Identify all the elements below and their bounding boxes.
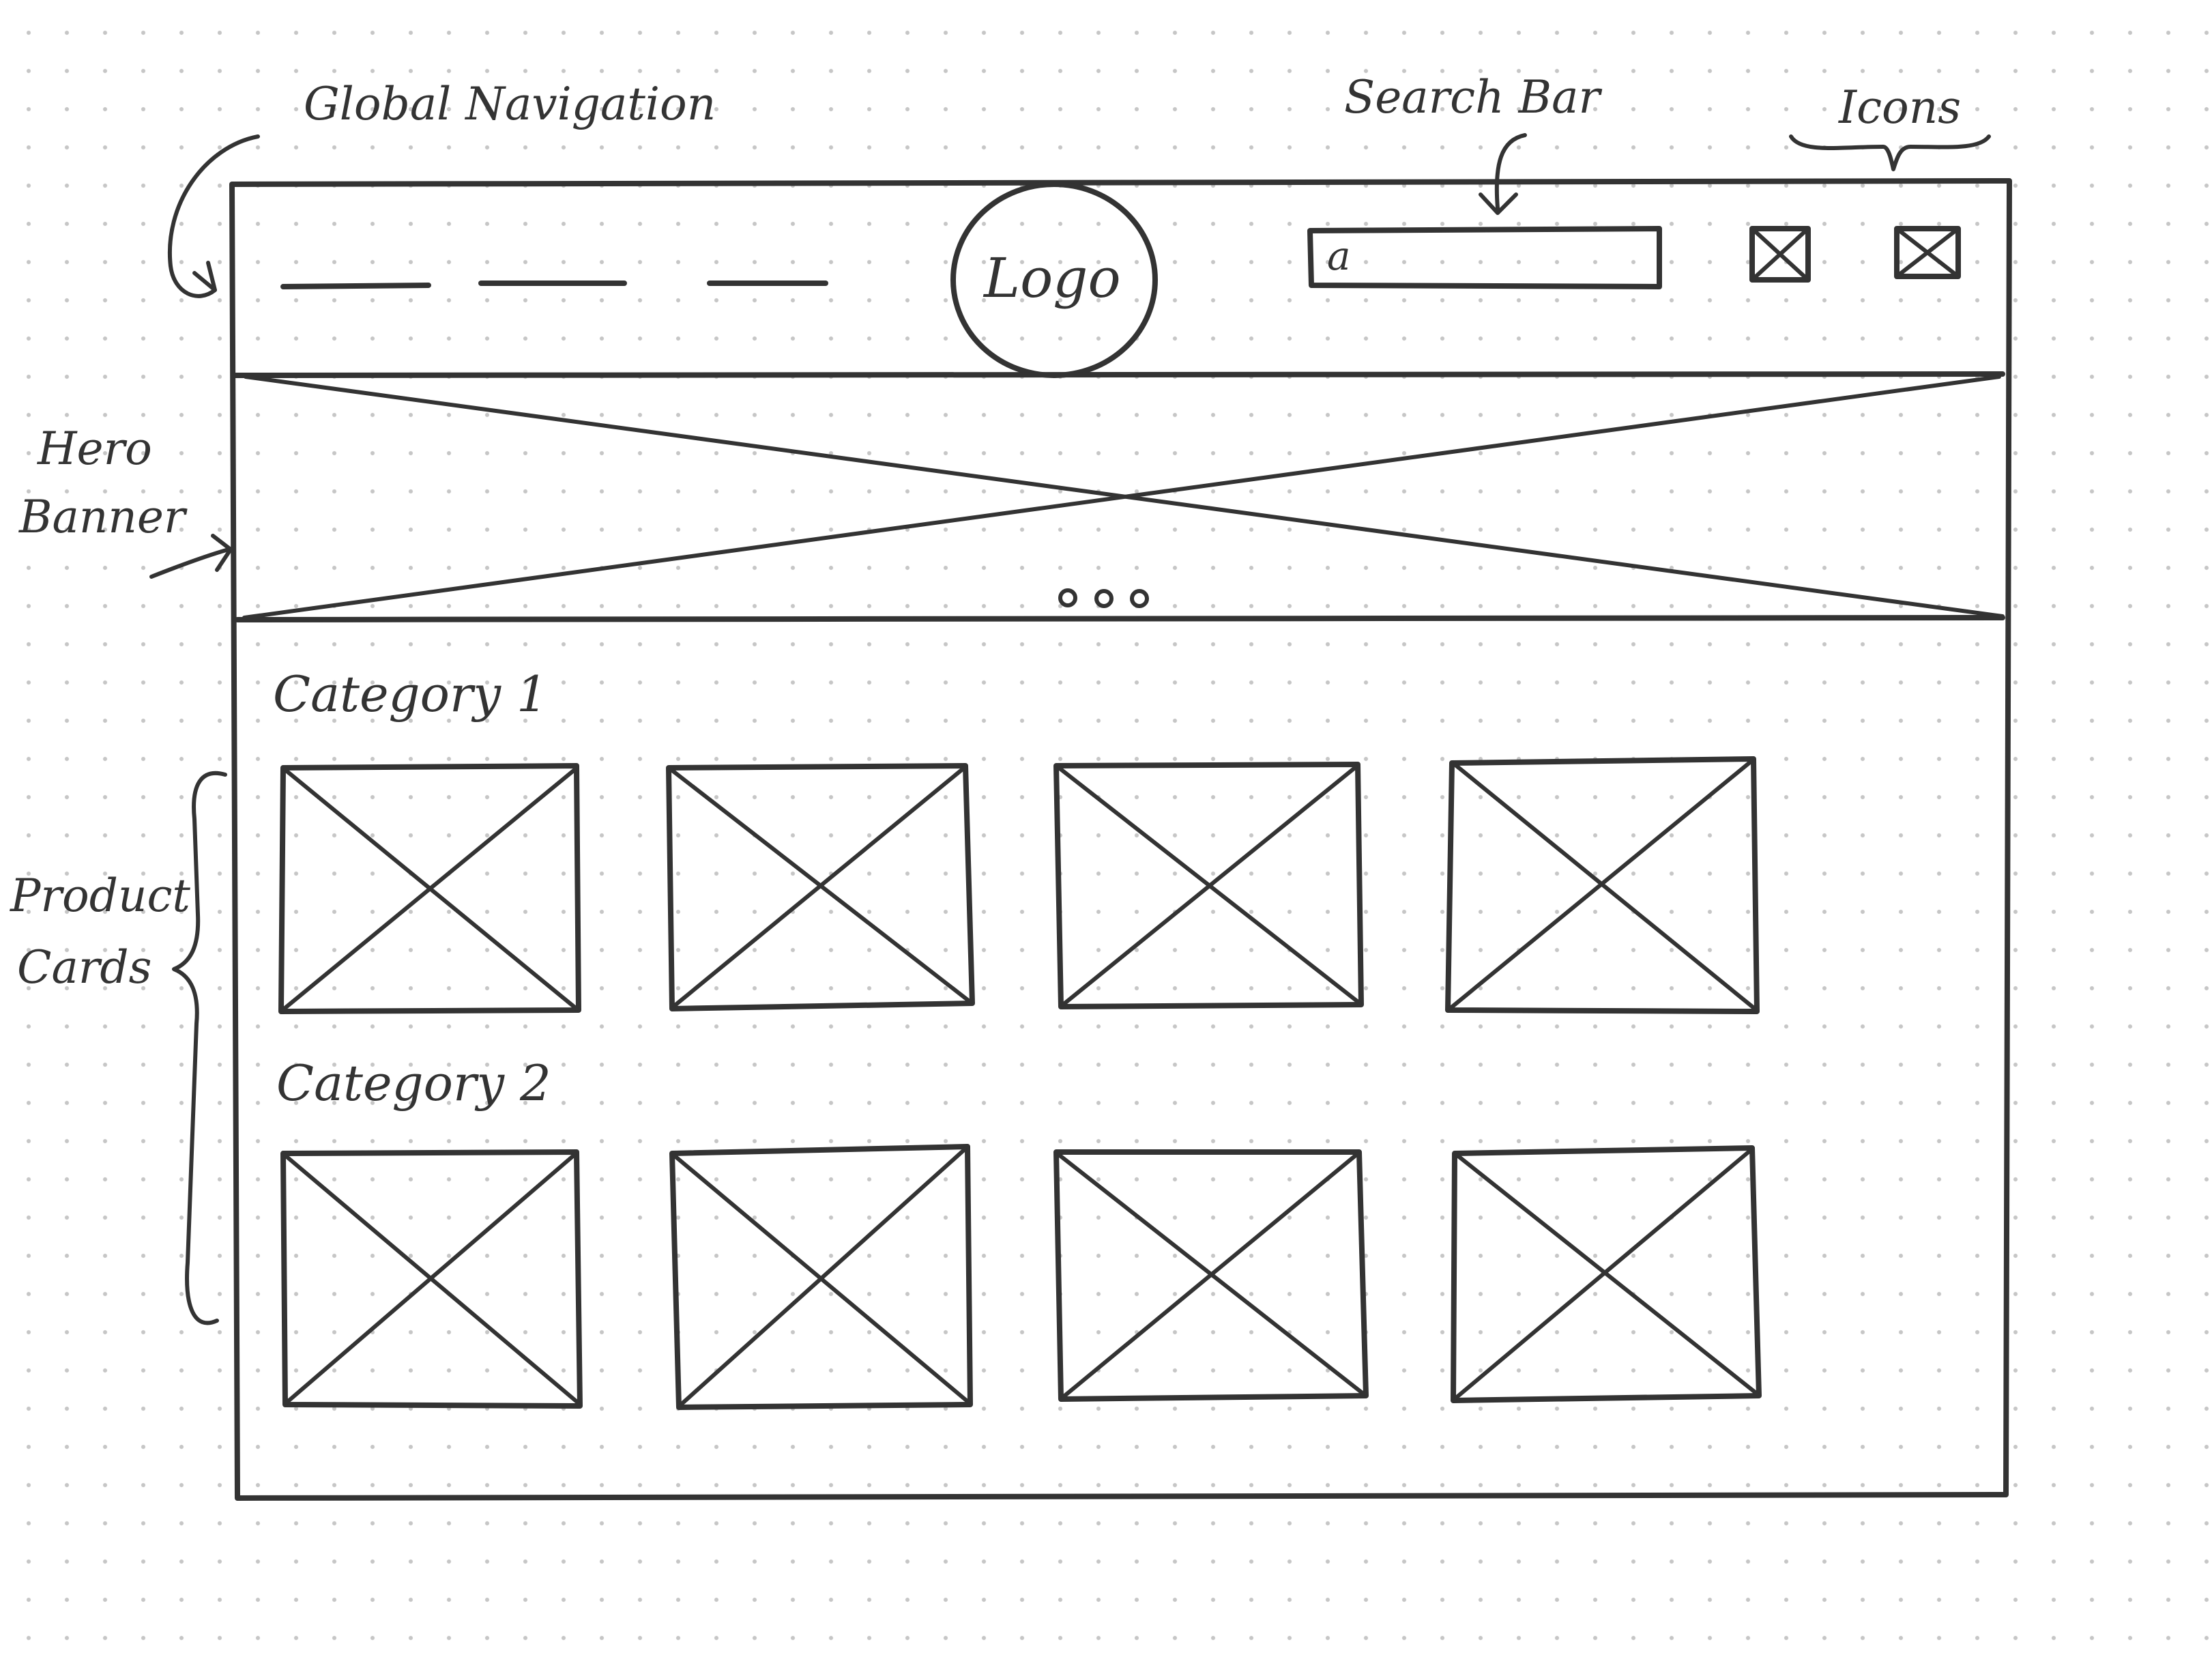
- annotation-icons: Icons: [1789, 81, 1991, 171]
- global-navigation: Logo a: [280, 182, 1961, 378]
- annotation-hero-banner-arrow: [149, 547, 231, 579]
- image-placeholder-icon[interactable]: [1749, 226, 1811, 283]
- hero-bottom-border: [235, 615, 2005, 622]
- product-card[interactable]: [666, 763, 975, 1011]
- annotation-search-bar-arrow: [1494, 133, 1527, 210]
- hero-placeholder-cross-2: [242, 375, 2001, 620]
- annotation-hero-banner-label-1: Hero: [37, 422, 152, 475]
- search-icon: a: [1327, 233, 1351, 279]
- logo[interactable]: Logo: [950, 182, 1158, 378]
- carousel-dot[interactable]: [1058, 588, 1077, 607]
- carousel-dot[interactable]: [1094, 589, 1114, 608]
- annotation-hero-banner: Hero Banner: [18, 422, 233, 579]
- annotation-product-cards-label-1: Product: [10, 869, 190, 922]
- image-placeholder-icon[interactable]: [1894, 226, 1961, 279]
- carousel-dot[interactable]: [1130, 589, 1149, 608]
- product-card[interactable]: [1445, 756, 1760, 1014]
- product-card[interactable]: [1451, 1145, 1762, 1403]
- annotation-hero-banner-arrowhead: [211, 534, 233, 572]
- annotation-global-navigation: Global Navigation: [167, 78, 716, 298]
- annotation-search-bar-label: Search Bar: [1344, 71, 1602, 124]
- annotation-product-cards: Product Cards: [10, 771, 227, 1325]
- hero-top-border: [233, 371, 2005, 378]
- annotation-product-cards-brace: [172, 771, 227, 1325]
- product-card[interactable]: [1053, 1149, 1369, 1402]
- annotation-global-navigation-arrowhead: [192, 261, 217, 292]
- annotation-search-bar: Search Bar: [1344, 71, 1602, 215]
- annotation-icons-label: Icons: [1838, 81, 1961, 134]
- annotation-product-cards-label-2: Cards: [17, 941, 152, 994]
- annotation-global-navigation-arrow: [167, 134, 260, 298]
- search-input[interactable]: [1307, 226, 1662, 289]
- product-card[interactable]: [280, 1149, 583, 1409]
- annotation-search-bar-arrowhead: [1479, 192, 1518, 215]
- logo-label: Logo: [983, 246, 1121, 310]
- product-card[interactable]: [1053, 762, 1364, 1009]
- category-title: Category 2: [276, 1054, 551, 1112]
- annotation-hero-banner-label-2: Banner: [18, 491, 188, 543]
- hero-banner[interactable]: [233, 371, 2005, 622]
- product-card[interactable]: [278, 763, 581, 1014]
- product-card[interactable]: [669, 1144, 973, 1410]
- category-title: Category 1: [273, 665, 548, 723]
- page-frame: [229, 178, 2012, 1501]
- nav-link-1[interactable]: [280, 283, 431, 289]
- annotation-global-navigation-label: Global Navigation: [304, 78, 716, 130]
- search-bar[interactable]: a: [1307, 226, 1662, 289]
- annotation-icons-bracket: [1789, 134, 1991, 171]
